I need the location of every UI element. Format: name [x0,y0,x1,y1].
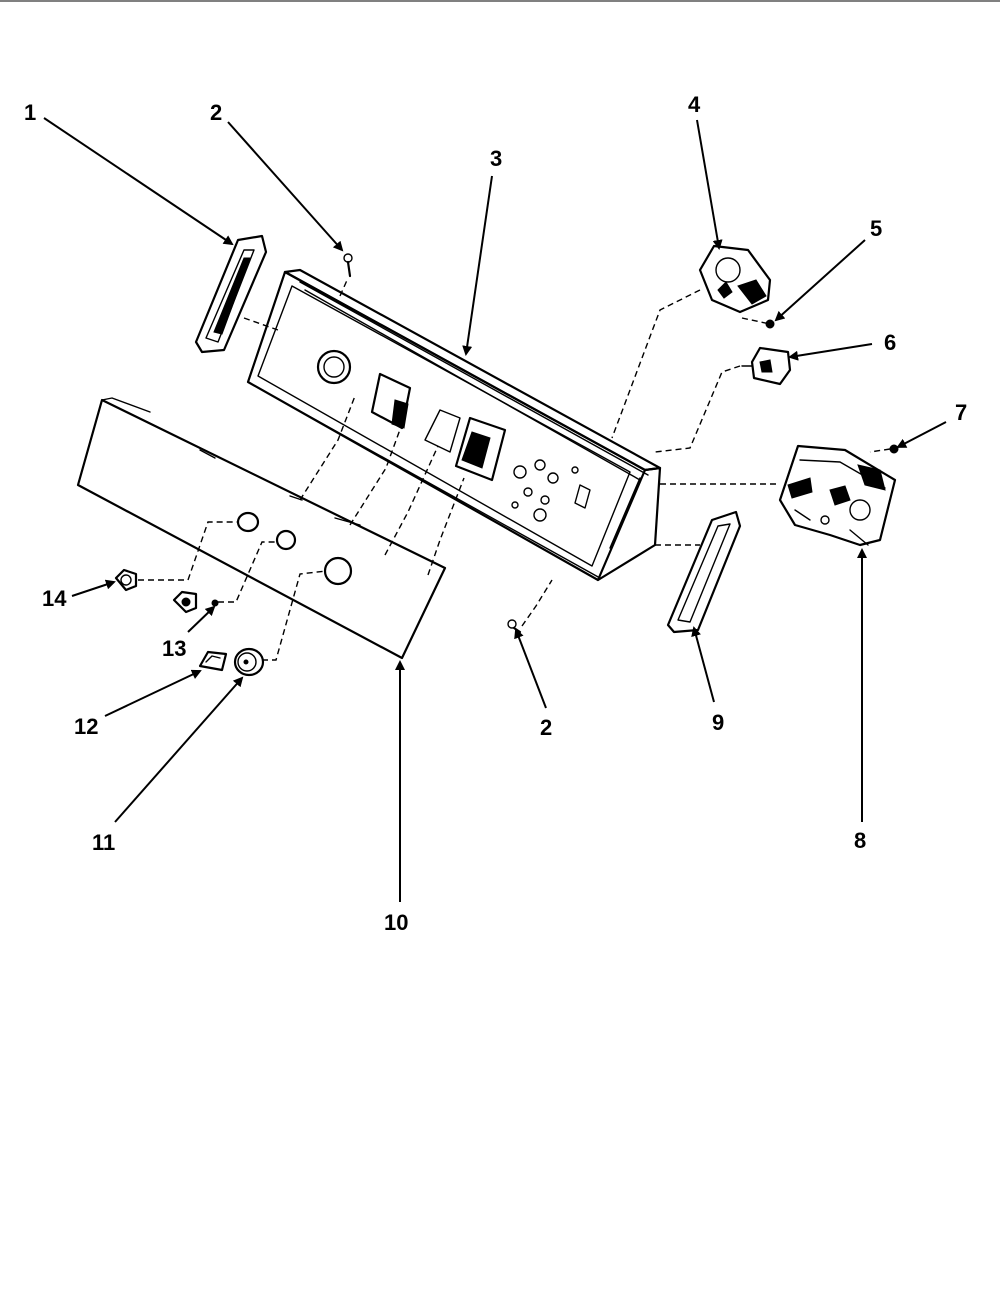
knob-part-14 [114,568,138,592]
leader-4 [696,119,723,250]
leader-9 [691,626,715,703]
leader-6 [788,343,873,361]
leader-2b [514,628,547,709]
leader-11 [114,676,244,823]
callout-14: 14 [42,586,67,611]
callout-11: 11 [92,830,115,855]
leader-5 [774,239,866,322]
callout-12: 12 [74,714,98,739]
selector-switch-part [698,244,772,314]
leader-7 [896,421,947,448]
console-body-part [246,268,662,582]
timer-assembly-part [778,444,897,547]
callout-2-top: 2 [210,100,222,125]
leader-1 [43,117,234,246]
leader-2a [227,121,344,252]
callout-9: 9 [712,710,724,735]
dial-knob-part-11 [233,647,265,677]
callout-13: 13 [162,636,186,661]
callout-2-bottom: 2 [540,715,552,740]
screw-part-2-top [343,253,353,278]
screw-part-7 [889,444,899,454]
front-panel-part [76,397,447,660]
screw-part-2-bottom [507,619,522,634]
callout-1: 1 [24,100,36,125]
callout-labels: 1 2 3 4 5 6 7 8 9 10 11 12 13 14 2 [24,92,967,935]
callout-6: 6 [884,330,896,355]
button-part-12 [198,650,228,672]
leader-12 [104,669,202,717]
callout-10: 10 [384,910,408,935]
callout-5: 5 [870,216,882,241]
right-end-cap-part [666,510,742,634]
push-switch-part [741,346,792,386]
leader-14 [71,579,116,597]
leader-3 [462,175,493,356]
assembly-lines [138,277,891,661]
left-end-cap-part [194,234,268,354]
callout-3: 3 [490,146,502,171]
knob-part-13 [172,590,219,614]
leader-13 [187,605,216,633]
callout-4: 4 [688,92,701,117]
callout-8: 8 [854,828,866,853]
callout-7: 7 [955,400,967,425]
callout-leaders [43,117,947,902]
screw-part-5 [765,319,775,329]
